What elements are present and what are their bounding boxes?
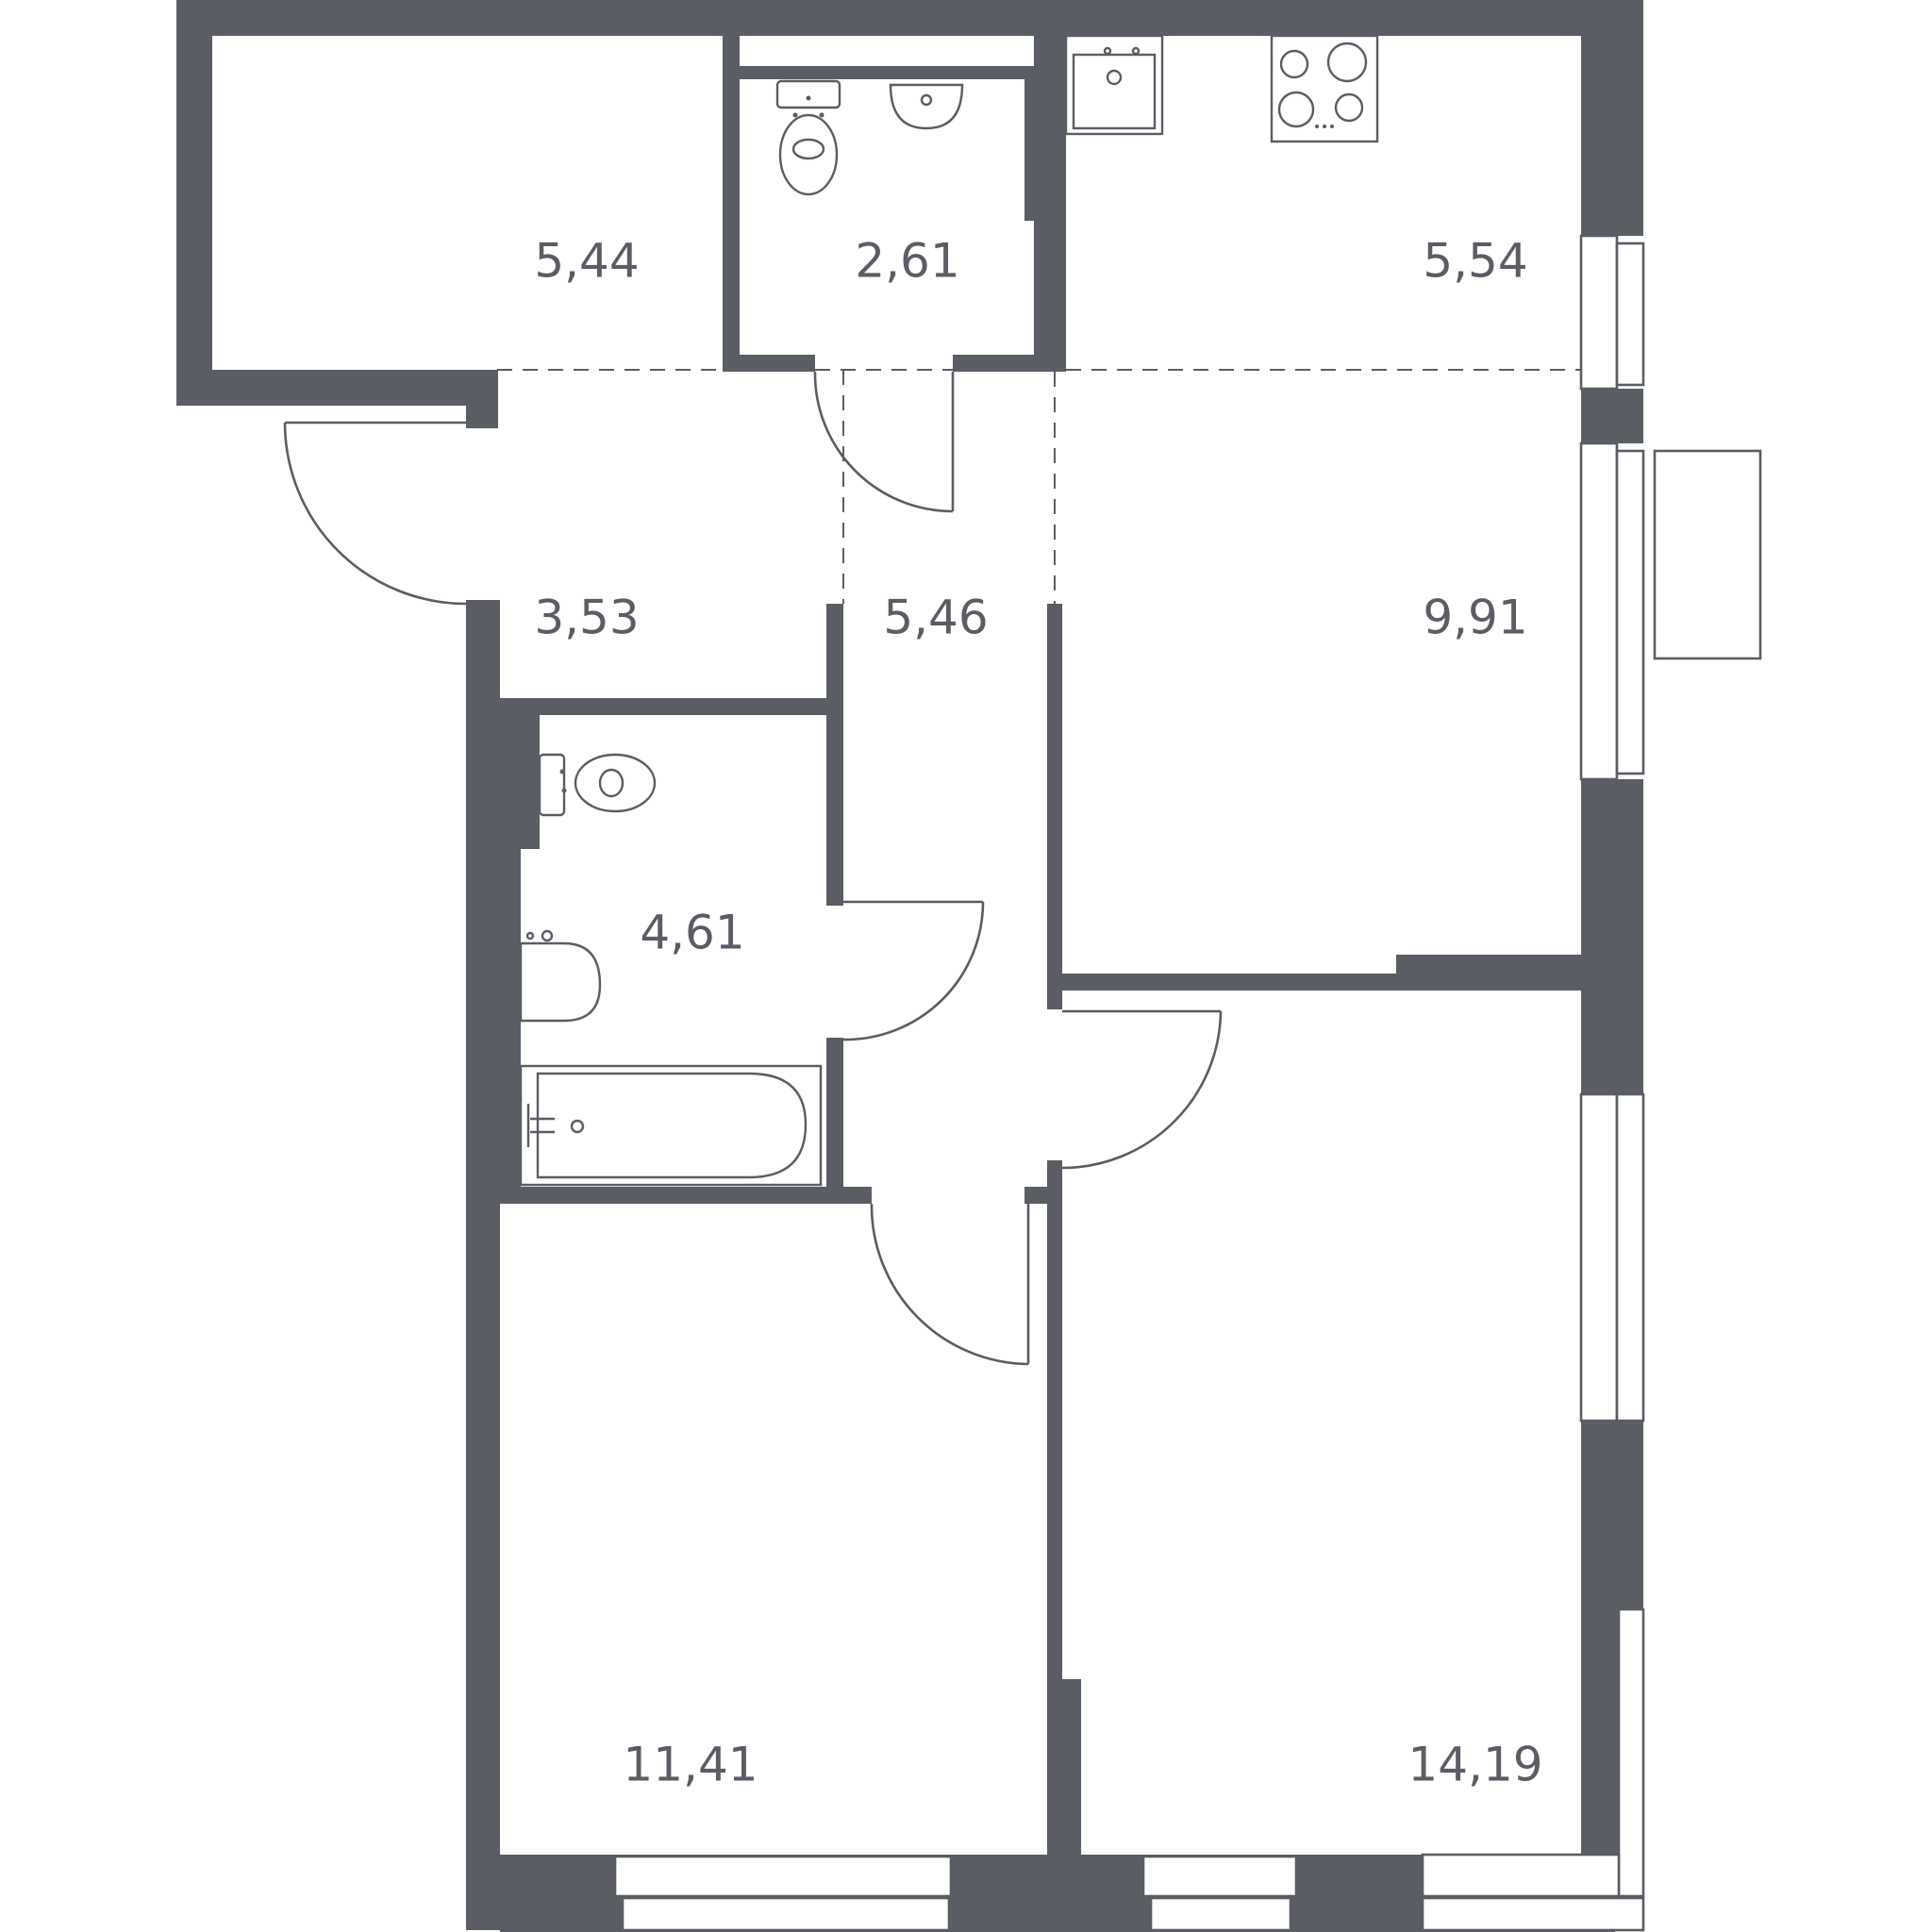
door-icon xyxy=(283,421,467,606)
room-area-bedroom-2: 14,19 xyxy=(1407,1738,1542,1792)
room-area-bathroom: 4,61 xyxy=(640,906,744,960)
fixtures xyxy=(519,34,1379,1187)
doors xyxy=(283,371,1223,1366)
walls xyxy=(176,0,1643,1932)
window-icon xyxy=(1579,234,1645,391)
window-icon xyxy=(1579,1092,1645,1423)
toilet-icon xyxy=(538,753,657,817)
washbasin-icon xyxy=(519,929,602,1023)
room-area-kitchen: 5,54 xyxy=(1423,234,1527,289)
window-icon xyxy=(1579,441,1645,781)
door-icon xyxy=(870,1203,1030,1366)
window-icon xyxy=(613,1855,953,1932)
window-icon xyxy=(1141,1855,1298,1932)
door-icon xyxy=(1061,1009,1223,1170)
door-icon xyxy=(813,371,955,513)
washbasin-icon xyxy=(889,83,964,130)
windows xyxy=(613,234,1762,1932)
room-area-living-room: 9,91 xyxy=(1423,591,1527,645)
door-icon xyxy=(842,900,985,1041)
toilet-icon xyxy=(775,79,841,196)
bathtub-icon xyxy=(519,1064,823,1187)
room-area-storage: 5,44 xyxy=(534,234,639,289)
room-area-wc: 2,61 xyxy=(855,234,959,289)
room-area-entrance-hall: 3,53 xyxy=(534,591,639,645)
room-area-corridor: 5,46 xyxy=(883,591,988,645)
area-labels: 5,44 2,61 5,54 3,53 5,46 9,91 4,61 11,41… xyxy=(534,234,1542,1792)
zone-dividers xyxy=(497,369,1581,604)
kitchen-sink-icon xyxy=(1064,34,1164,136)
room-area-bedroom-1: 11,41 xyxy=(623,1738,758,1792)
cooktop-icon xyxy=(1270,34,1379,143)
window-icon xyxy=(1421,1607,1645,1932)
balcony xyxy=(1653,449,1762,660)
